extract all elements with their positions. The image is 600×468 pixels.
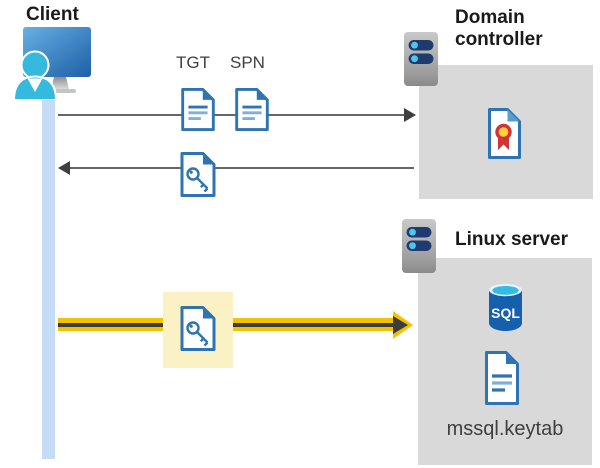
keytab-document-icon	[483, 350, 521, 406]
client-workstation-icon	[10, 26, 94, 100]
spn-document-icon	[232, 87, 272, 132]
linux-server-label: Linux server	[455, 229, 568, 250]
arrow-client-to-linux-head	[393, 316, 408, 334]
linux-server-icon	[401, 218, 437, 274]
client-lifeline	[42, 94, 55, 459]
arrow-dc-to-client-head	[58, 161, 70, 175]
arrow-client-to-dc-line	[58, 114, 404, 116]
keytab-label: mssql.keytab	[446, 418, 564, 440]
key-document-highlighted-icon	[178, 304, 218, 353]
sql-database-icon: SQL	[487, 282, 524, 332]
key-document-icon	[178, 151, 218, 198]
client-workstation-icon	[12, 27, 91, 100]
domain-controller-label: Domain controller	[455, 7, 543, 50]
tgt-document-icon	[178, 87, 218, 132]
tgt-label: TGT	[176, 53, 210, 72]
spn-label: SPN	[230, 53, 265, 72]
sql-badge-text: SQL	[491, 305, 520, 321]
domain-controller-server-icon	[403, 31, 439, 87]
certificate-icon	[486, 107, 523, 160]
arrow-dc-to-client-line	[70, 167, 414, 169]
arrow-client-to-dc-head	[404, 108, 416, 122]
client-label: Client	[26, 4, 79, 25]
